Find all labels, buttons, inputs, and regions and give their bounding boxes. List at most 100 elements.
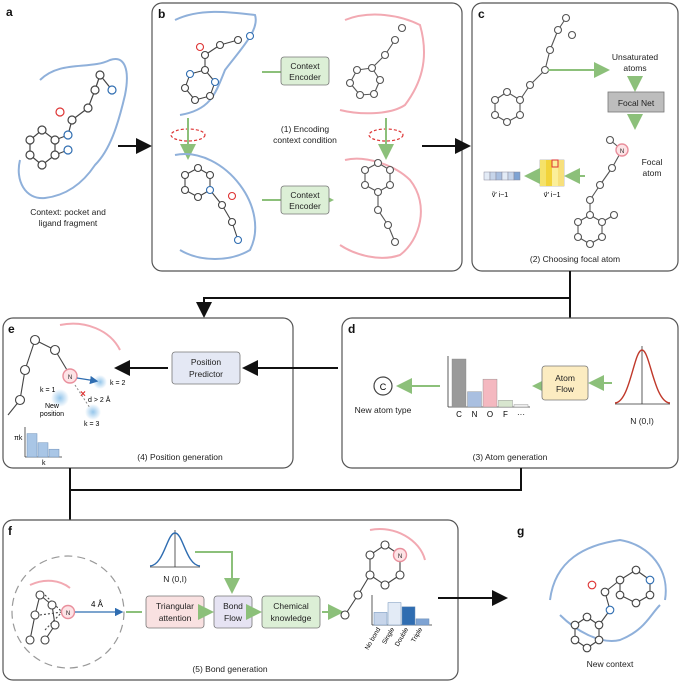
chem-line1: Chemical [273, 601, 309, 611]
hist-bar [37, 442, 49, 458]
label-k3: k = 3 [84, 421, 99, 428]
hist-x-label: k [42, 460, 46, 467]
caption-c: (2) Choosing focal atom [530, 254, 620, 264]
matrix-label: v⃗′ i−1 [543, 191, 560, 199]
panel-d-frame [341, 317, 679, 469]
molecule-b-top-right [345, 23, 407, 100]
panel-f: f N 4 Å N (0,I) Triangular attention Bon… [2, 519, 459, 681]
atom-bar [513, 404, 529, 408]
atom-bar [467, 391, 482, 408]
bond-bar [373, 612, 388, 626]
atom-flow-line1: Atom [555, 373, 575, 383]
context-encoder-bottom-line1: Context [290, 190, 320, 200]
arrow-c-to-e [196, 271, 571, 318]
atom-bar-label: F [503, 410, 508, 419]
normal-distribution-d [614, 346, 671, 405]
focal-atom-f-result [392, 547, 408, 563]
bond-bar [387, 602, 402, 626]
molecule-e [7, 334, 71, 416]
label-k2: k = 2 [110, 380, 125, 387]
pocket-surface-f-result [369, 528, 426, 561]
caption-g: New context [587, 659, 634, 669]
panel-letter-g: g [517, 524, 524, 538]
caption-d: (3) Atom generation [473, 452, 548, 462]
focal-atom-f-symbol: N [66, 611, 70, 617]
position-predictor-line2: Predictor [189, 369, 223, 379]
caption-e: (4) Position generation [137, 452, 223, 462]
focal-atom-e [62, 368, 78, 384]
pocket-surface-b-bottom-left [174, 153, 257, 260]
molecule-b-bottom-left [180, 163, 243, 245]
position-predictor-line1: Position [191, 357, 222, 367]
context-encoder-bottom-line2: Encoder [289, 201, 321, 211]
molecule-c-top [490, 13, 577, 127]
candidate-position-2 [93, 375, 107, 389]
bond-bar [401, 606, 416, 626]
unsaturated-atoms-line1: Unsaturated [612, 52, 659, 62]
panel-b-frame [151, 2, 463, 272]
hist-y-label: πk [14, 435, 23, 442]
focal-net-box [607, 91, 665, 113]
normal-label-d: N (0,I) [630, 416, 654, 426]
atom-bar-label: C [456, 410, 462, 419]
atom-flow-box [541, 365, 589, 401]
panel-letter-d: d [348, 322, 355, 336]
radius-circle [11, 555, 125, 669]
pocket-surface-e [59, 322, 121, 351]
attention-matrix [539, 159, 565, 187]
atom-bar [482, 378, 498, 408]
mixture-weight-histogram [24, 427, 62, 458]
panel-g: g New context [517, 524, 667, 669]
pocket-surface-b-top-right [339, 13, 426, 115]
hist-bar [26, 433, 38, 458]
focal-atom-marker [615, 143, 629, 157]
hist-bar [48, 448, 60, 458]
position-predictor-box [171, 351, 241, 385]
position-arrow [76, 375, 99, 385]
bond-flow-line2: Flow [224, 613, 243, 623]
molecule-a [25, 70, 117, 170]
molecule-b-bottom-right [360, 158, 400, 247]
chemical-knowledge-box [261, 595, 321, 629]
atom-bar [498, 400, 513, 408]
bond-bar [415, 618, 430, 626]
molecule-b-top-left [180, 31, 255, 105]
distance-line [74, 384, 91, 409]
panel-letter-c: c [478, 7, 485, 21]
focal-atom-f [60, 604, 76, 620]
panel-letter-f: f [8, 524, 13, 538]
radius-label: 4 Å [91, 600, 104, 609]
focal-atom-f-result-symbol: N [398, 554, 402, 560]
panel-e: e N × k = 2 d > 2 Å k = 3 k = 1 New posi… [2, 317, 294, 469]
unsaturated-atoms-line2: atoms [623, 63, 646, 73]
chem-line2: knowledge [271, 613, 312, 623]
panel-letter-e: e [8, 322, 15, 336]
label-distance: d > 2 Å [88, 395, 111, 404]
focal-atom-line2: atom [643, 168, 662, 178]
candidate-position-1 [51, 389, 69, 407]
context-encoder-top-line1: Context [290, 61, 320, 71]
molecule-c-bottom [573, 135, 623, 249]
atom-bar-label: O [487, 410, 493, 419]
vector-label: ṽ′ i−1 [492, 192, 508, 199]
atom-bar [451, 358, 467, 408]
caption-a-line2: ligand fragment [39, 218, 98, 228]
feature-vector [483, 171, 521, 181]
green-arrow-normal-to-bondflow [195, 551, 240, 594]
candidate-position-3 [85, 404, 101, 420]
panel-letter-b: b [158, 7, 165, 21]
connector-d-to-f [70, 468, 522, 491]
new-atom-symbol: C [380, 382, 387, 392]
panel-letter-a: a [6, 5, 13, 19]
caption-f: (5) Bond generation [192, 664, 267, 674]
caption-b-line1: (1) Encoding [281, 124, 329, 134]
caption-a-line1: Context: pocket and [30, 207, 106, 217]
atom-flow-line2: Flow [556, 384, 575, 394]
pocket-surface-f [29, 579, 71, 589]
atom-bar-label: N [472, 410, 478, 419]
normal-label-f: N (0,I) [163, 574, 187, 584]
molecule-f [25, 590, 63, 645]
